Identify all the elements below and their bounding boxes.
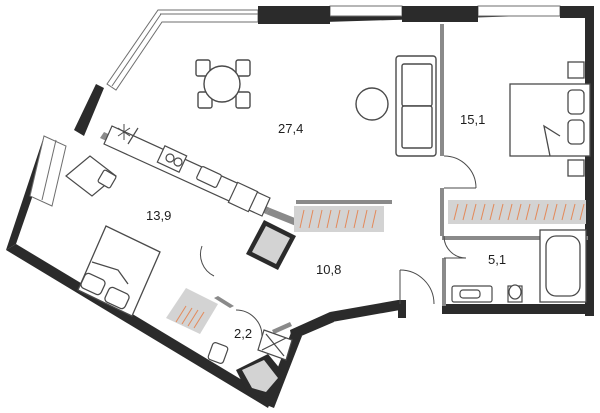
dining-table — [195, 59, 251, 109]
bed-bedroom-2 — [77, 225, 161, 317]
toilet-bathroom-2 — [207, 342, 229, 364]
washer — [257, 329, 293, 361]
closet-bedroom-1 — [448, 200, 586, 224]
area-hallway: 10,8 — [316, 262, 341, 277]
bathtub — [539, 229, 587, 303]
window-top-corner-dark — [560, 6, 594, 18]
bed-bedroom-1 — [509, 61, 591, 177]
window-top-right-dark — [258, 6, 330, 24]
kitchen-counter — [103, 125, 271, 217]
area-bathroom-1: 5,1 — [488, 252, 506, 267]
sink-bathroom-1 — [451, 285, 493, 303]
hallway-wardrobe — [246, 220, 296, 270]
closet-bedroom-2 — [166, 288, 218, 334]
area-bedroom-1: 15,1 — [460, 112, 485, 127]
closet-hallway — [294, 206, 384, 232]
asterisk-icon — [117, 124, 131, 140]
area-bedroom-2: 13,9 — [146, 208, 171, 223]
sofa — [395, 55, 437, 157]
round-coffee-table — [355, 87, 389, 121]
area-living-room: 27,4 — [278, 121, 303, 136]
area-bathroom-2: 2,2 — [234, 326, 252, 341]
doors — [199, 155, 477, 337]
desk-bedroom-2 — [65, 155, 117, 197]
window-top-mid-dark — [402, 6, 478, 22]
shower-tray — [236, 354, 286, 398]
toilet-bathroom-1 — [507, 284, 523, 303]
room-labels: 27,4 15,1 13,9 10,8 5,1 2,2 — [146, 112, 506, 341]
